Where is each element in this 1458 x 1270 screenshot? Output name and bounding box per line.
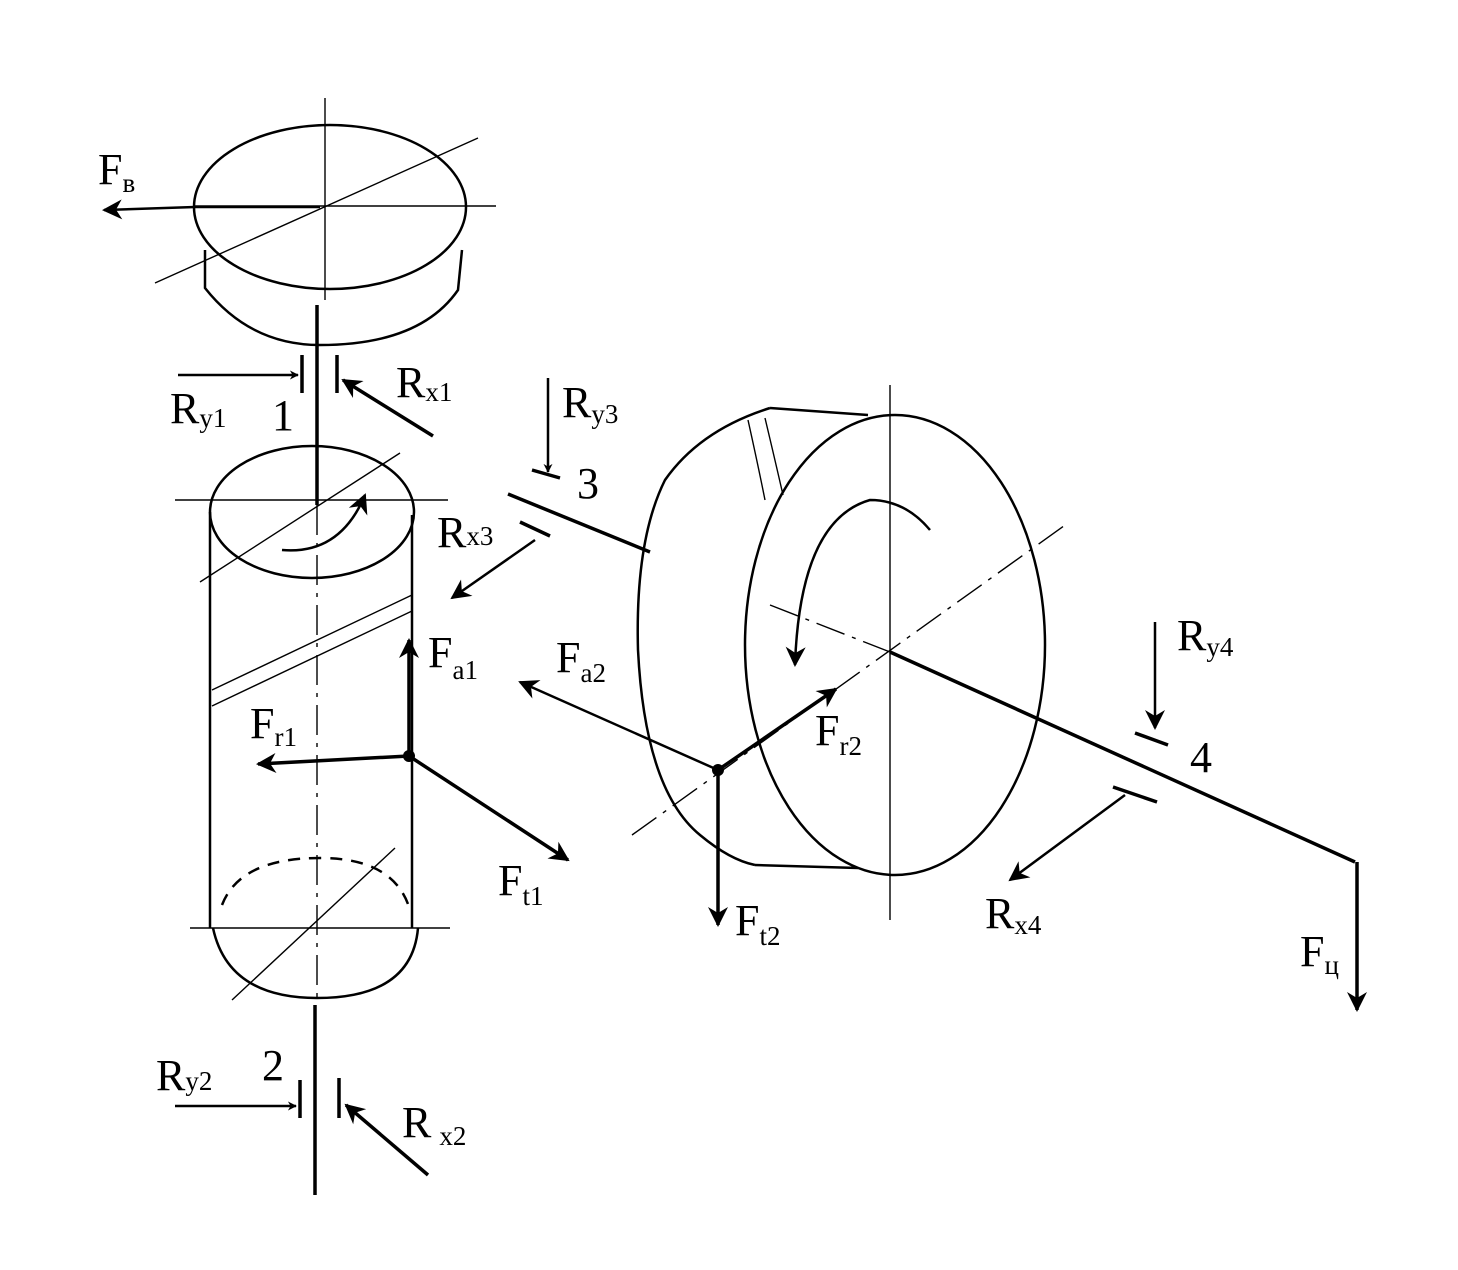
worm-bottom-edge (211, 927, 420, 1000)
label-Ft1: Ft1 (498, 856, 544, 911)
wheel-shaft-right (889, 650, 1356, 864)
label-Fc: Fц (1300, 927, 1339, 980)
bearing-1 (300, 355, 339, 393)
worm-wheel (631, 385, 1069, 920)
wheel-front-face (743, 413, 1047, 877)
label-Fa2: Fa2 (556, 633, 606, 688)
label-Rx3: Rx3 (437, 508, 493, 557)
worm (175, 444, 450, 1001)
reaction-Rx1-arrow (341, 378, 434, 438)
label-Ry2: Ry2 (156, 1051, 212, 1100)
label-Fr1: Fr1 (250, 699, 297, 752)
label-Rx4: Rx4 (985, 889, 1042, 940)
pulley (154, 98, 496, 347)
label-Ry4: Ry4 (1177, 611, 1234, 662)
label-Rx1: Rx1 (396, 358, 452, 407)
label-bearing-2: 2 (262, 1041, 284, 1090)
worm-rotation-arrow (281, 493, 368, 552)
worm-bottom-hidden-edge (220, 856, 412, 911)
bearing-4 (1112, 731, 1169, 804)
wheel-back-rim (636, 406, 771, 867)
wheel-shaft-left (507, 492, 651, 554)
reaction-Rx2-arrow (344, 1103, 430, 1177)
pulley-rim (203, 249, 464, 347)
force-Fv-arrow (102, 199, 196, 220)
label-Ry3: Ry3 (562, 378, 618, 429)
reaction-Rx4-arrow (1008, 793, 1126, 882)
force-Ft1-arrow (408, 754, 570, 862)
label-Fa1: Fa1 (428, 628, 478, 685)
label-Fr2: Fr2 (815, 706, 862, 761)
label-bearing-3: 3 (577, 459, 599, 508)
label-bearing-4: 4 (1190, 733, 1212, 782)
label-Fv: Fв (98, 145, 135, 198)
force-Fr1-arrow (256, 753, 410, 774)
force-Fr2-arrow (717, 687, 838, 772)
bearing-3 (519, 468, 561, 538)
force-Fa2-arrow (518, 680, 719, 772)
worm-top-face (208, 444, 416, 580)
bearing-2 (298, 1078, 341, 1118)
label-Ry1: Ry1 (170, 384, 226, 433)
reaction-Rx3-arrow (450, 538, 536, 600)
label-bearing-1: 1 (272, 391, 294, 440)
label-Ft2: Ft2 (735, 896, 781, 951)
pulley-axis-diagonal (154, 137, 479, 284)
wheel-rotation-arrow (785, 498, 931, 667)
